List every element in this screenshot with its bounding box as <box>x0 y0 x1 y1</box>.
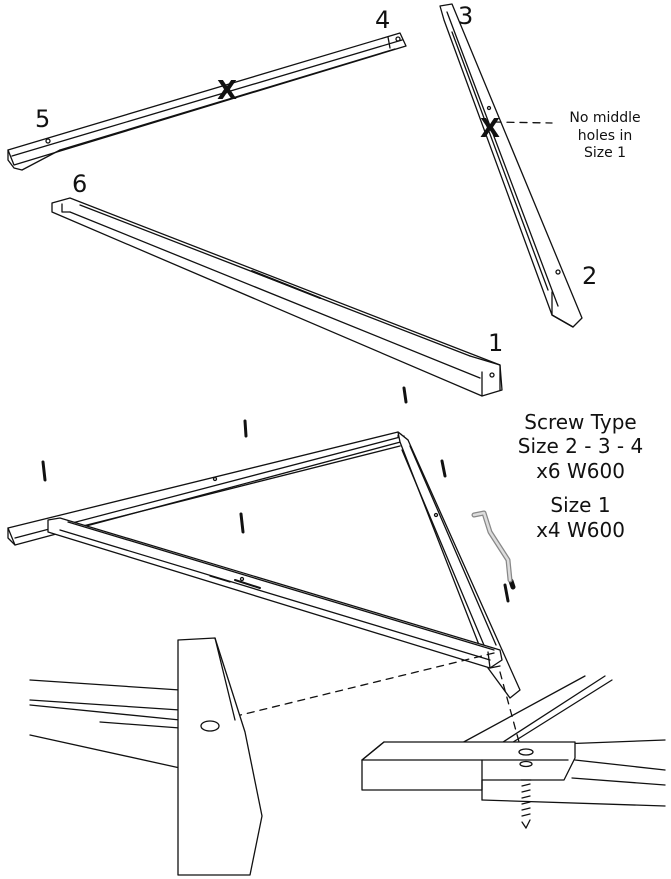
detail-left <box>29 637 263 876</box>
screw-qty-b: x4 W600 <box>536 517 625 542</box>
screw-size-b: Size 1 <box>550 493 611 518</box>
middle-holes-note: No middle holes in Size 1 <box>555 110 655 163</box>
bar-part-6-1 <box>51 197 503 397</box>
part-number-5: 5 <box>35 105 51 133</box>
part-number-6: 6 <box>72 170 88 198</box>
part-number-2: 2 <box>582 262 598 290</box>
note-line-2: holes in <box>577 127 633 144</box>
x-mark-right: X <box>480 114 501 144</box>
screw-size-a: Size 2 - 3 - 4 <box>517 434 644 459</box>
detail-right <box>361 675 666 829</box>
bar-part-3-2 <box>439 3 583 328</box>
note-line-1: No middle <box>569 110 641 126</box>
part-number-1: 1 <box>488 329 504 357</box>
screw-type-block: Screw Type Size 2 - 3 - 4 x6 W600 Size 1… <box>498 410 663 542</box>
x-mark-left: X <box>217 76 238 106</box>
bar-part-5-4 <box>7 32 407 171</box>
part-number-3: 3 <box>458 2 474 30</box>
allen-key <box>471 510 513 583</box>
screw-qty-a: x6 W600 <box>536 458 625 483</box>
part-number-4: 4 <box>375 6 391 34</box>
assembled-triangle <box>7 431 521 699</box>
screw-type-title: Screw Type <box>524 410 637 434</box>
loose-screws <box>41 386 516 603</box>
note-line-3: Size 1 <box>583 145 627 161</box>
